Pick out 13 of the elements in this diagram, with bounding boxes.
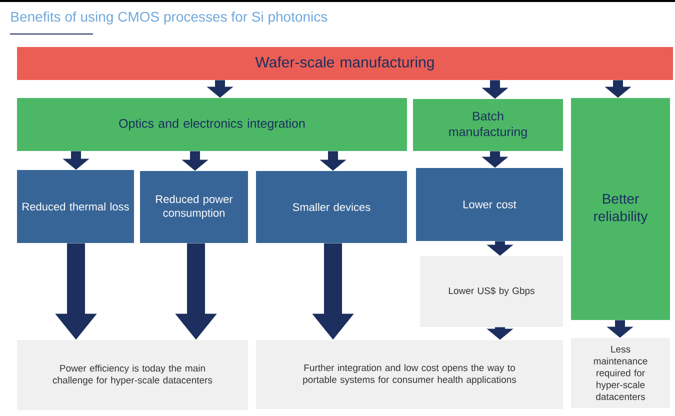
process-box: Optics and electronics integration	[17, 98, 407, 151]
result-box: Lower US$ by Gbps	[420, 256, 563, 327]
process-box: Better reliability	[571, 98, 670, 320]
result-box: Less maintenance required for hyper-scale datacenters	[571, 338, 670, 408]
benefit-box: Reduced thermal loss	[17, 170, 134, 243]
benefit-box: Smaller devices	[256, 171, 407, 243]
result-box: Further integration and low cost opens the way to portable systems for consumer health applications	[256, 340, 563, 409]
process-box: Batch manufacturing	[413, 99, 563, 151]
benefit-box: Reduced power consumption	[140, 171, 248, 243]
result-box: Power efficiency is today the main challenge for hyper-scale datacenters	[17, 340, 248, 410]
benefit-box: Lower cost	[416, 168, 563, 241]
banner: Wafer-scale manufacturing	[17, 47, 673, 80]
title: Benefits of using CMOS processes for Si photonics	[11, 11, 328, 25]
